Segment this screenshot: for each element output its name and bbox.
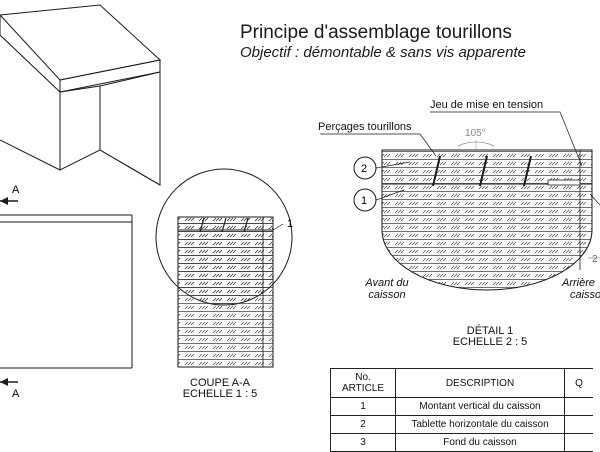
drawing-title: Principe d'assemblage tourillons bbox=[240, 22, 512, 43]
section-label-bottom: A bbox=[12, 388, 20, 400]
bom-cell-no: 3 bbox=[330, 433, 396, 452]
label-percages: Perçages tourillons bbox=[318, 121, 412, 133]
bom-cell-qty bbox=[564, 433, 593, 452]
front-view bbox=[0, 214, 133, 369]
balloon-1 bbox=[353, 188, 377, 212]
bom-header-no: No.ARTICLE bbox=[330, 368, 396, 398]
balloon-1-label: 1 bbox=[361, 195, 367, 207]
bom-row: 2 Tablette horizontale du caisson bbox=[330, 415, 593, 434]
bom-cell-qty bbox=[564, 415, 593, 434]
bom-header-desc: DESCRIPTION bbox=[395, 368, 565, 398]
bill-of-materials: No.ARTICLE DESCRIPTION Q 1 Montant verti… bbox=[330, 368, 593, 452]
section-arrow-top bbox=[0, 197, 18, 205]
bom-header-row: No.ARTICLE DESCRIPTION Q bbox=[330, 368, 593, 398]
bom-cell-desc: Fond du caisson bbox=[395, 433, 565, 452]
angle-label: 105° bbox=[465, 128, 486, 139]
bom-cell-qty bbox=[564, 397, 593, 416]
bom-cell-no: 2 bbox=[330, 415, 396, 434]
bom-cell-desc: Tablette horizontale du caisson bbox=[395, 415, 565, 434]
bom-row: 1 Montant vertical du caisson bbox=[330, 397, 593, 416]
section-label-top: A bbox=[12, 184, 20, 196]
section-view-aa: 1 bbox=[155, 168, 293, 368]
bom-cell-desc: Montant vertical du caisson bbox=[395, 397, 565, 416]
dimension-2: 2 bbox=[592, 254, 598, 265]
bom-cell-no: 1 bbox=[330, 397, 396, 416]
detail-view-1: 105° 2 1 2 bbox=[320, 111, 600, 291]
section-arrow-bottom bbox=[0, 378, 18, 386]
balloon-2 bbox=[353, 156, 377, 180]
isometric-view bbox=[0, 4, 162, 186]
bom-header-qty: Q bbox=[564, 368, 593, 398]
balloon-2-label: 2 bbox=[361, 163, 367, 175]
detail-marker: 1 bbox=[287, 218, 293, 230]
drawing-subtitle: Objectif : démontable & sans vis apparen… bbox=[240, 44, 526, 61]
label-jeu-tension: Jeu de mise en tension bbox=[430, 99, 544, 111]
bom-row: 3 Fond du caisson bbox=[330, 433, 593, 452]
